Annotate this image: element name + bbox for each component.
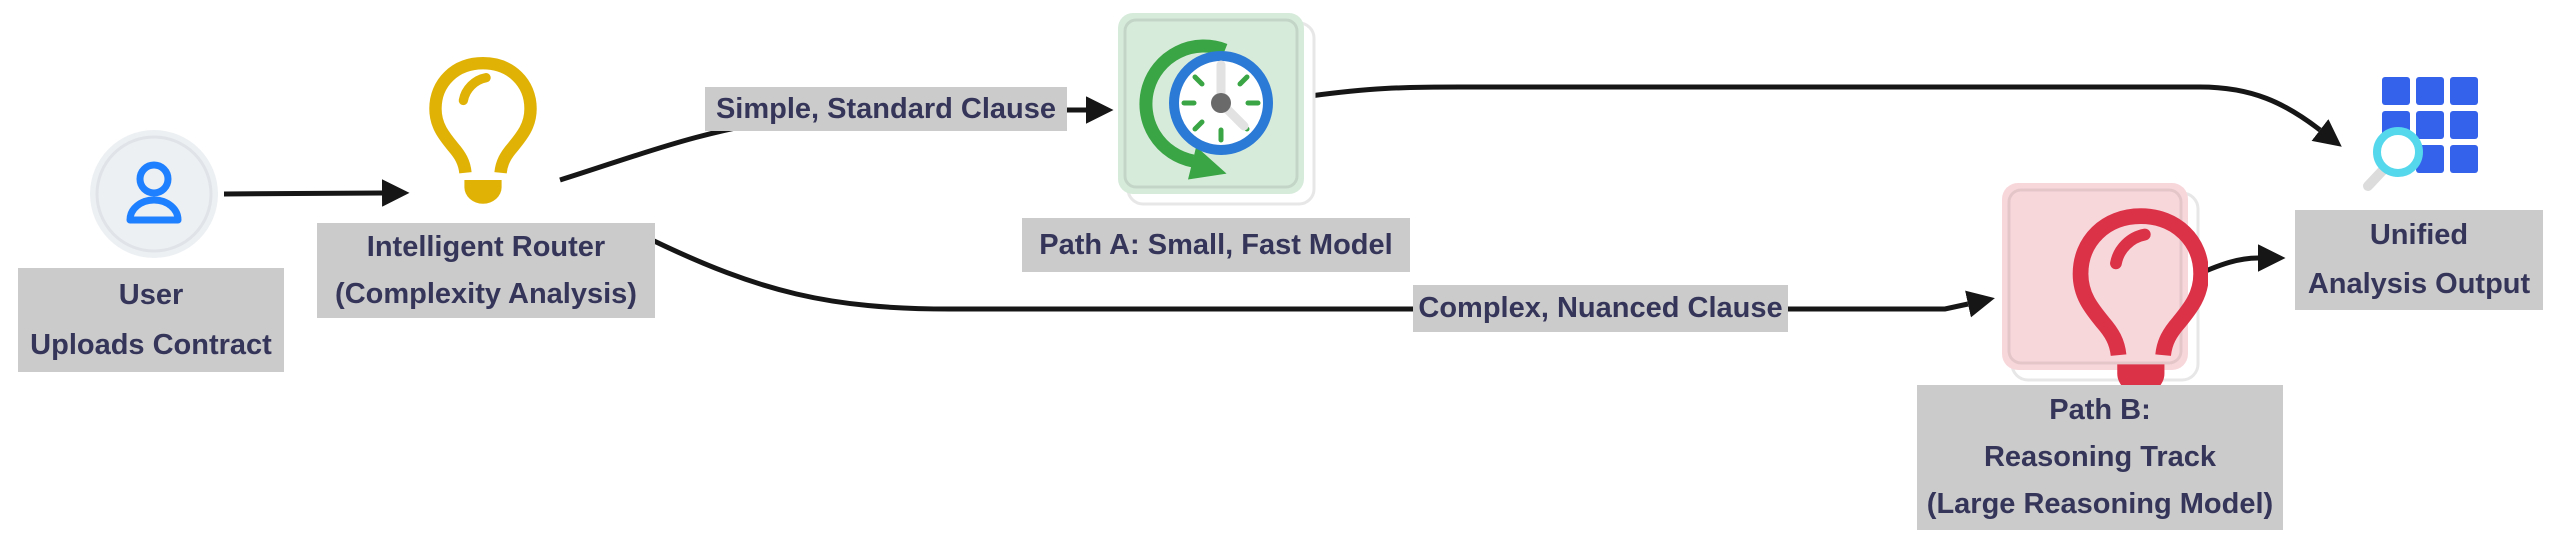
node-label-path-b: Path B: Reasoning Track (Large Reasoning… [1917,385,2283,530]
lightbulb-icon [2002,183,2208,390]
label-line: (Complexity Analysis) [335,277,637,310]
node-label-router: Intelligent Router (Complexity Analysis) [317,223,655,318]
label-line: Simple, Standard Clause [715,92,1057,125]
label-line: Path B: [2049,394,2151,426]
grid-magnifier-icon [2363,77,2478,191]
label-line: Unified [2369,219,2469,251]
label-line: Reasoning Track [1983,441,2217,473]
edge-user-to-router [223,179,410,207]
edge-path-a-to-output [1309,84,2342,147]
clock-history-icon [1118,13,1316,206]
edge-router-to-path-b [650,237,1995,318]
label-line: Path A: Small, Fast Model [1039,228,1393,261]
label-line: Analysis Output [2307,268,2531,300]
node-label-path-a: Path A: Small, Fast Model [1022,218,1410,272]
node-label-output: Unified Analysis Output [2295,210,2543,310]
label-line: User [118,279,184,311]
label-line: Intelligent Router [366,230,606,263]
label-line: Complex, Nuanced Clause [1418,292,1783,324]
node-label-user: User Uploads Contract [18,268,284,372]
edge-label-complex: Complex, Nuanced Clause [1413,285,1788,332]
edge-label-simple: Simple, Standard Clause [705,87,1067,131]
person-icon [90,130,218,258]
lightbulb-icon [426,56,540,211]
label-line: (Large Reasoning Model) [1926,488,2274,520]
label-line: Uploads Contract [30,329,272,361]
